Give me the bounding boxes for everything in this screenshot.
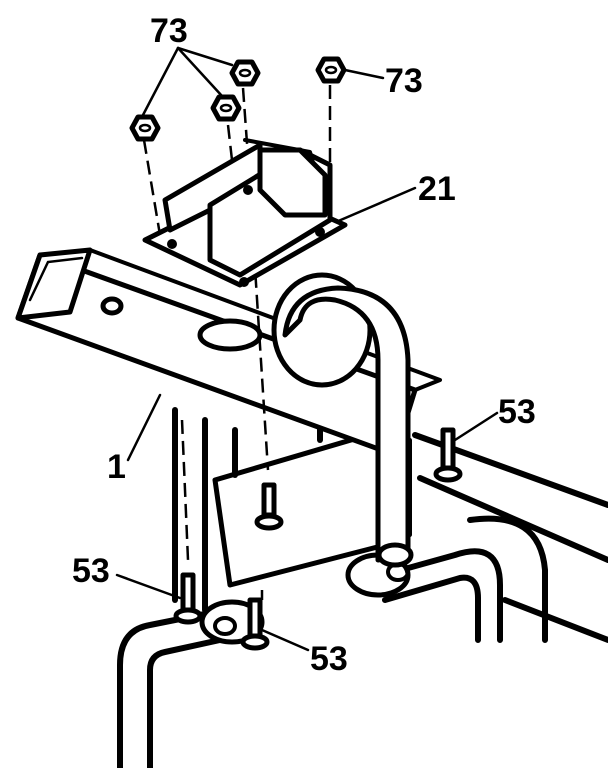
main-frame-tube bbox=[15, 247, 442, 458]
label-bracket-21: 21 bbox=[418, 170, 456, 208]
bolt-bottom bbox=[240, 597, 270, 651]
label-bolt-53-bottom: 53 bbox=[310, 640, 348, 678]
bolt-left bbox=[173, 572, 203, 625]
handlebar-left bbox=[117, 599, 265, 768]
label-nut-73: 73 bbox=[150, 12, 188, 50]
bolt-center bbox=[254, 482, 284, 531]
label-frame-1: 1 bbox=[107, 448, 126, 486]
label-nut-73-right: 73 bbox=[385, 62, 423, 100]
bolt-right bbox=[433, 427, 463, 483]
leader-lines bbox=[115, 46, 499, 652]
hex-nut-3 bbox=[229, 59, 261, 87]
loop-handle bbox=[271, 272, 414, 568]
label-bolt-53-right: 53 bbox=[498, 393, 536, 431]
hex-nut-4 bbox=[315, 56, 347, 84]
bracket bbox=[142, 138, 348, 288]
hex-nut-2 bbox=[210, 94, 242, 122]
hex-nut-1 bbox=[129, 114, 161, 142]
label-bolt-53-left: 53 bbox=[72, 552, 110, 590]
